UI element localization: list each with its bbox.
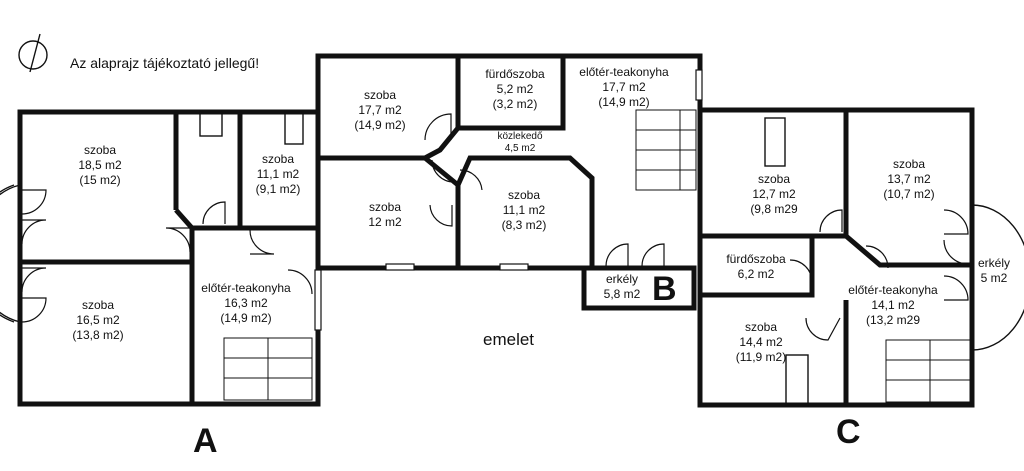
compass-north-icon (18, 33, 48, 73)
building-b-letter: B (652, 270, 677, 308)
building-c-letter: C (836, 413, 861, 451)
door-swings (21, 113, 969, 341)
floor-label: emelet (483, 330, 535, 349)
disclaimer-note: Az alaprajz tájékoztató jellegű! (70, 55, 260, 71)
unit-b-walls (315, 53, 703, 311)
unit-c-walls (697, 107, 1024, 408)
windows (314, 69, 703, 331)
building-a-letter: A (193, 422, 218, 460)
